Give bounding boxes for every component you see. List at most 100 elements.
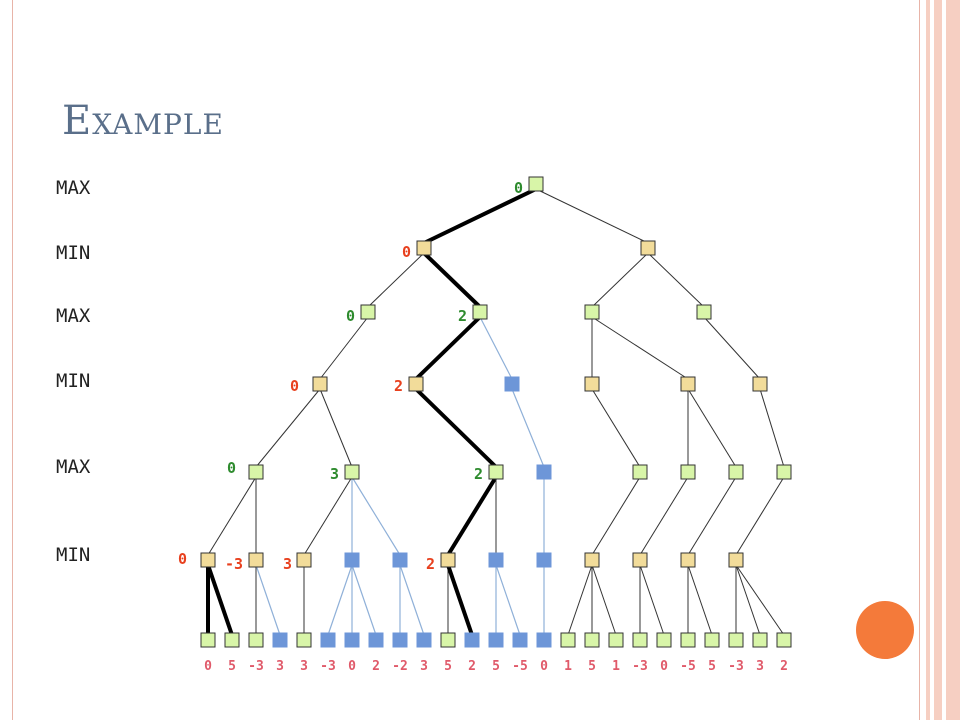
max-node [560, 632, 576, 648]
level-label: MAX [56, 305, 91, 327]
tree-edge-pruned [255, 564, 281, 636]
leaf-value-label: 3 [276, 659, 284, 674]
max-node [776, 632, 792, 648]
max-node [528, 176, 544, 192]
leaf-value-label: 5 [228, 659, 236, 674]
pruned-node [416, 632, 432, 648]
tree-edge-normal [703, 316, 761, 380]
leaf-value-label: 0 [660, 659, 668, 674]
node-value-label: 0 [346, 307, 355, 325]
max-node [440, 632, 456, 648]
max-node [696, 304, 712, 320]
tree-edge-normal [591, 252, 649, 308]
min-node [416, 240, 432, 256]
leaf-value-label: -3 [320, 659, 336, 674]
tree-edge-normal [255, 388, 321, 468]
max-node [608, 632, 624, 648]
tree-edges [206, 187, 785, 636]
tree-edge-normal [591, 388, 641, 468]
tree-edge-bold [414, 315, 482, 381]
tree-edge-normal [567, 564, 593, 636]
node-value-label: 0 [178, 550, 187, 568]
node-value-label: 2 [426, 555, 435, 573]
node-value-label: 2 [458, 307, 467, 325]
tree-edge-bold [206, 564, 234, 636]
right-decoration-bar [926, 0, 930, 720]
node-value-label: 0 [402, 243, 411, 261]
max-node [632, 632, 648, 648]
max-node [752, 632, 768, 648]
tree-edge-normal [735, 476, 785, 556]
leaf-value-label: 2 [372, 659, 380, 674]
tree-nodes [200, 176, 792, 648]
leaf-value-label: -3 [632, 659, 648, 674]
node-value-label: 0 [290, 377, 299, 395]
leaf-value-label: -5 [680, 659, 696, 674]
tree-edge-normal [647, 252, 705, 308]
tree-edge-normal [591, 564, 617, 636]
leaf-value-label: -5 [512, 659, 528, 674]
leaf-value-label: 1 [612, 659, 620, 674]
tree-edge-pruned [511, 388, 545, 468]
leaf-value-label: 5 [588, 659, 596, 674]
min-node [640, 240, 656, 256]
max-node [472, 304, 488, 320]
leaf-value-label: 0 [204, 659, 212, 674]
node-value-label: 0 [227, 459, 236, 477]
tree-edge-normal [591, 476, 641, 556]
level-label: MIN [56, 544, 91, 566]
pruned-node [488, 632, 504, 648]
min-node [728, 552, 744, 568]
min-node [200, 552, 216, 568]
pruned-node [536, 552, 552, 568]
max-node [632, 464, 648, 480]
level-label: MAX [56, 456, 91, 478]
pruned-node [344, 632, 360, 648]
tree-edge-pruned [479, 316, 513, 380]
node-value-label: 2 [394, 377, 403, 395]
tree-edge-bold [414, 387, 498, 469]
leaf-value-label: 0 [348, 659, 356, 674]
max-node [680, 632, 696, 648]
level-label: MAX [56, 177, 91, 199]
pruned-node [392, 552, 408, 568]
tree-edge-normal [759, 388, 785, 468]
pruned-node [504, 376, 520, 392]
pruned-node [320, 632, 336, 648]
tree-edge-normal [367, 252, 425, 308]
node-value-label: 2 [474, 465, 483, 483]
max-node [728, 464, 744, 480]
pruned-node [488, 552, 504, 568]
tree-edge-normal [687, 388, 737, 468]
level-label: MIN [56, 242, 91, 264]
node-value-label: 3 [283, 555, 292, 573]
leaf-value-label: 1 [564, 659, 572, 674]
leaf-value-label: 2 [468, 659, 476, 674]
tree-edge-normal [687, 564, 713, 636]
right-decoration-bar [946, 0, 960, 720]
min-node [680, 376, 696, 392]
min-node [584, 376, 600, 392]
tree-edge-pruned [327, 564, 353, 636]
decorative-circle [856, 601, 914, 659]
tree-edge-normal [735, 564, 785, 636]
right-decoration-bar [934, 0, 942, 720]
leaf-value-label: -2 [392, 659, 408, 674]
leaf-value-label: 0 [540, 659, 548, 674]
tree-edge-normal [319, 388, 353, 468]
tree-edge-normal [303, 476, 353, 556]
min-node [408, 376, 424, 392]
min-node [680, 552, 696, 568]
max-node [680, 464, 696, 480]
pruned-node [536, 632, 552, 648]
tree-edge-pruned [495, 564, 521, 636]
max-node [728, 632, 744, 648]
max-node [296, 632, 312, 648]
min-node [440, 552, 456, 568]
node-value-label: 3 [330, 465, 339, 483]
leaf-value-label: 5 [708, 659, 716, 674]
tree-edge-bold [423, 187, 537, 245]
min-node [312, 376, 328, 392]
min-node [248, 552, 264, 568]
